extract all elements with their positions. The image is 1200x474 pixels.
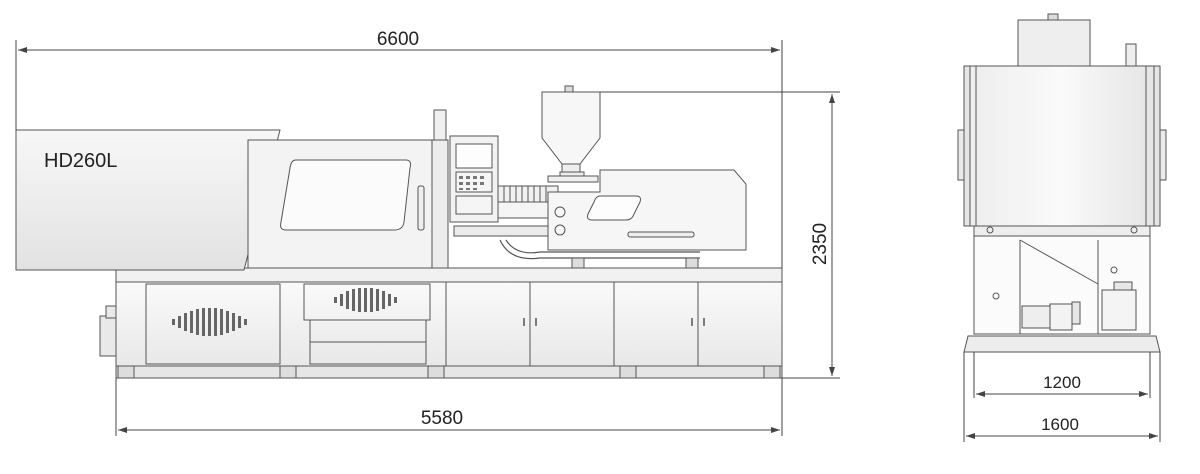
dim-label-inner-width: 1200 <box>1043 373 1081 392</box>
dim-base-length <box>115 378 783 436</box>
dim-overall-length <box>15 40 783 268</box>
vent-grill-left <box>172 308 247 336</box>
dim-label-base-length: 5580 <box>421 408 463 429</box>
dim-label-overall-width: 1600 <box>1041 415 1079 434</box>
dim-label-height: 2350 <box>810 223 831 265</box>
clamp-hood <box>15 109 449 271</box>
machine-base <box>99 267 783 379</box>
vent-grill-center <box>334 288 397 312</box>
dim-label-overall-length: 6600 <box>377 29 419 50</box>
dim-overall-width <box>963 352 1161 442</box>
injection-unit <box>453 85 747 269</box>
front-view <box>15 85 783 379</box>
model-label: HD260L <box>44 150 117 172</box>
side-view <box>957 13 1167 353</box>
dim-inner-width <box>973 352 1151 398</box>
dim-height <box>600 91 840 379</box>
control-panel <box>449 135 499 223</box>
